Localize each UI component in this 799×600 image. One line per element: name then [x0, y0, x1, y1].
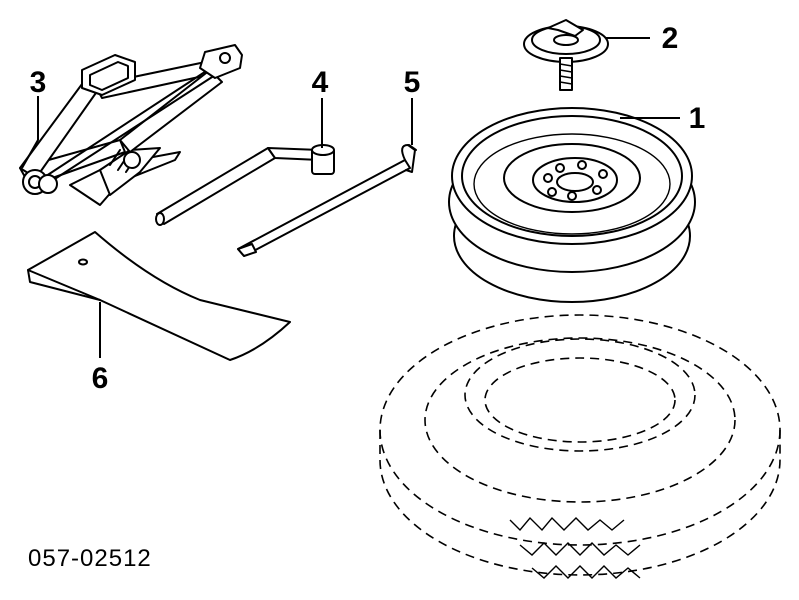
jack-handle [237, 144, 417, 257]
scissor-jack [19, 44, 243, 206]
part-code-label: 057-02512 [28, 545, 152, 572]
callout-3: 3 [30, 66, 47, 99]
callout-4: 4 [312, 66, 329, 99]
tire-outline [379, 314, 781, 579]
hold-down-bolt [523, 19, 609, 91]
callout-2: 2 [662, 22, 679, 55]
callout-6: 6 [92, 362, 109, 395]
callout-5: 5 [404, 66, 421, 99]
spare-wheel [448, 107, 696, 303]
lug-wrench [155, 144, 335, 226]
leader-line-3 [21, 96, 39, 169]
tool-bag [27, 231, 291, 361]
callout-1: 1 [689, 102, 706, 135]
